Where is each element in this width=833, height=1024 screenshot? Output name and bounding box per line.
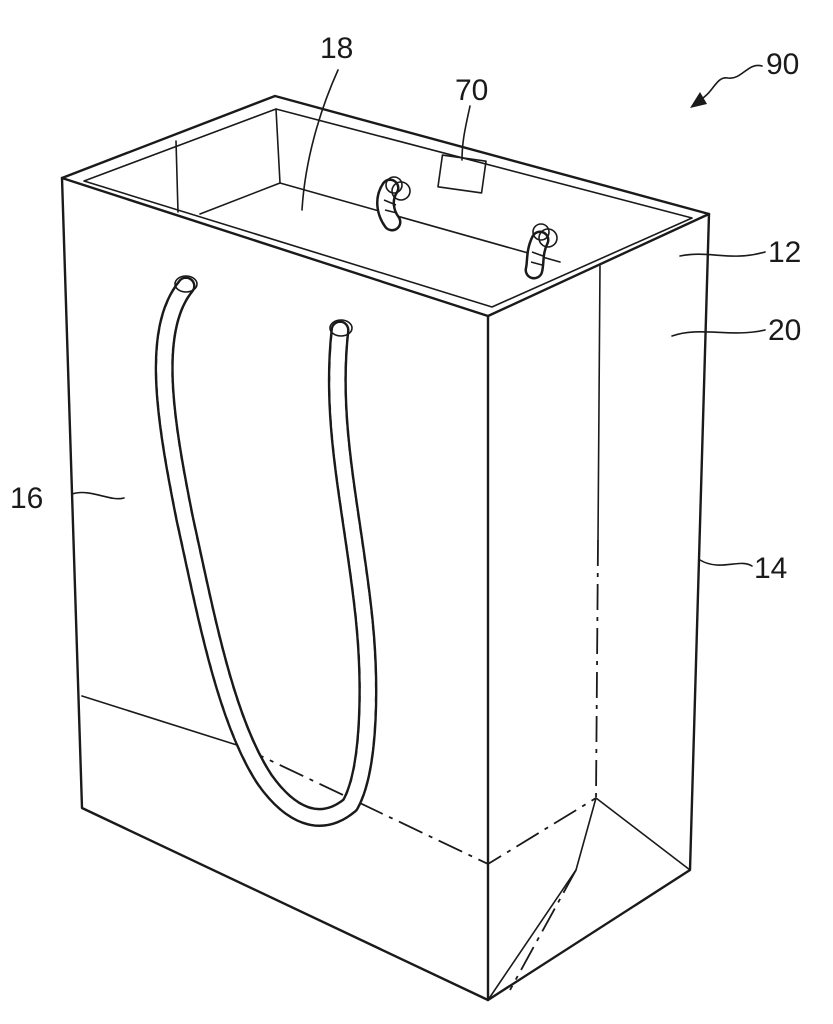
gusset-diagonal [487, 797, 597, 1001]
label-tag [437, 154, 487, 194]
numeral-70: 70 [455, 74, 488, 107]
interior-back-corner [275, 108, 281, 184]
numeral-14: 14 [754, 552, 787, 585]
rim-back-edge [60, 94, 711, 216]
front-panel [60, 176, 490, 1002]
leader-lines [71, 64, 766, 567]
front-bottom-fold-dashed [239, 745, 597, 866]
numeral-16: 16 [10, 482, 43, 515]
numeral-20: 20 [768, 314, 801, 347]
numeral-18: 18 [320, 32, 353, 65]
arrowhead-icon [690, 92, 707, 108]
front-bottom-fold [81, 695, 241, 747]
leader-70 [461, 105, 471, 161]
leader-20 [671, 329, 766, 337]
leader-18 [301, 69, 339, 211]
side-fold-upper [597, 265, 601, 541]
numeral-90: 90 [766, 48, 799, 81]
bag-outline [60, 94, 711, 1002]
leader-12 [679, 251, 766, 257]
gusset-dashed-diagonal [509, 869, 577, 991]
side-fold-lower [595, 539, 599, 799]
rope-handle-front [154, 275, 378, 827]
leader-14 [699, 559, 753, 567]
rim-inner-edge [83, 108, 693, 308]
numeral-12: 12 [768, 236, 801, 269]
rope-knot-back-right [524, 223, 558, 280]
leader-90-arrow [699, 64, 763, 101]
gusset-right [595, 797, 691, 871]
interior-left-fold [175, 140, 179, 213]
reference-numerals: 90 18 70 12 20 16 14 [10, 32, 801, 585]
rope-knot-back-left [376, 176, 411, 232]
interior-floor-edge [199, 182, 561, 263]
side-panel [486, 212, 711, 1002]
leader-16 [71, 491, 125, 500]
